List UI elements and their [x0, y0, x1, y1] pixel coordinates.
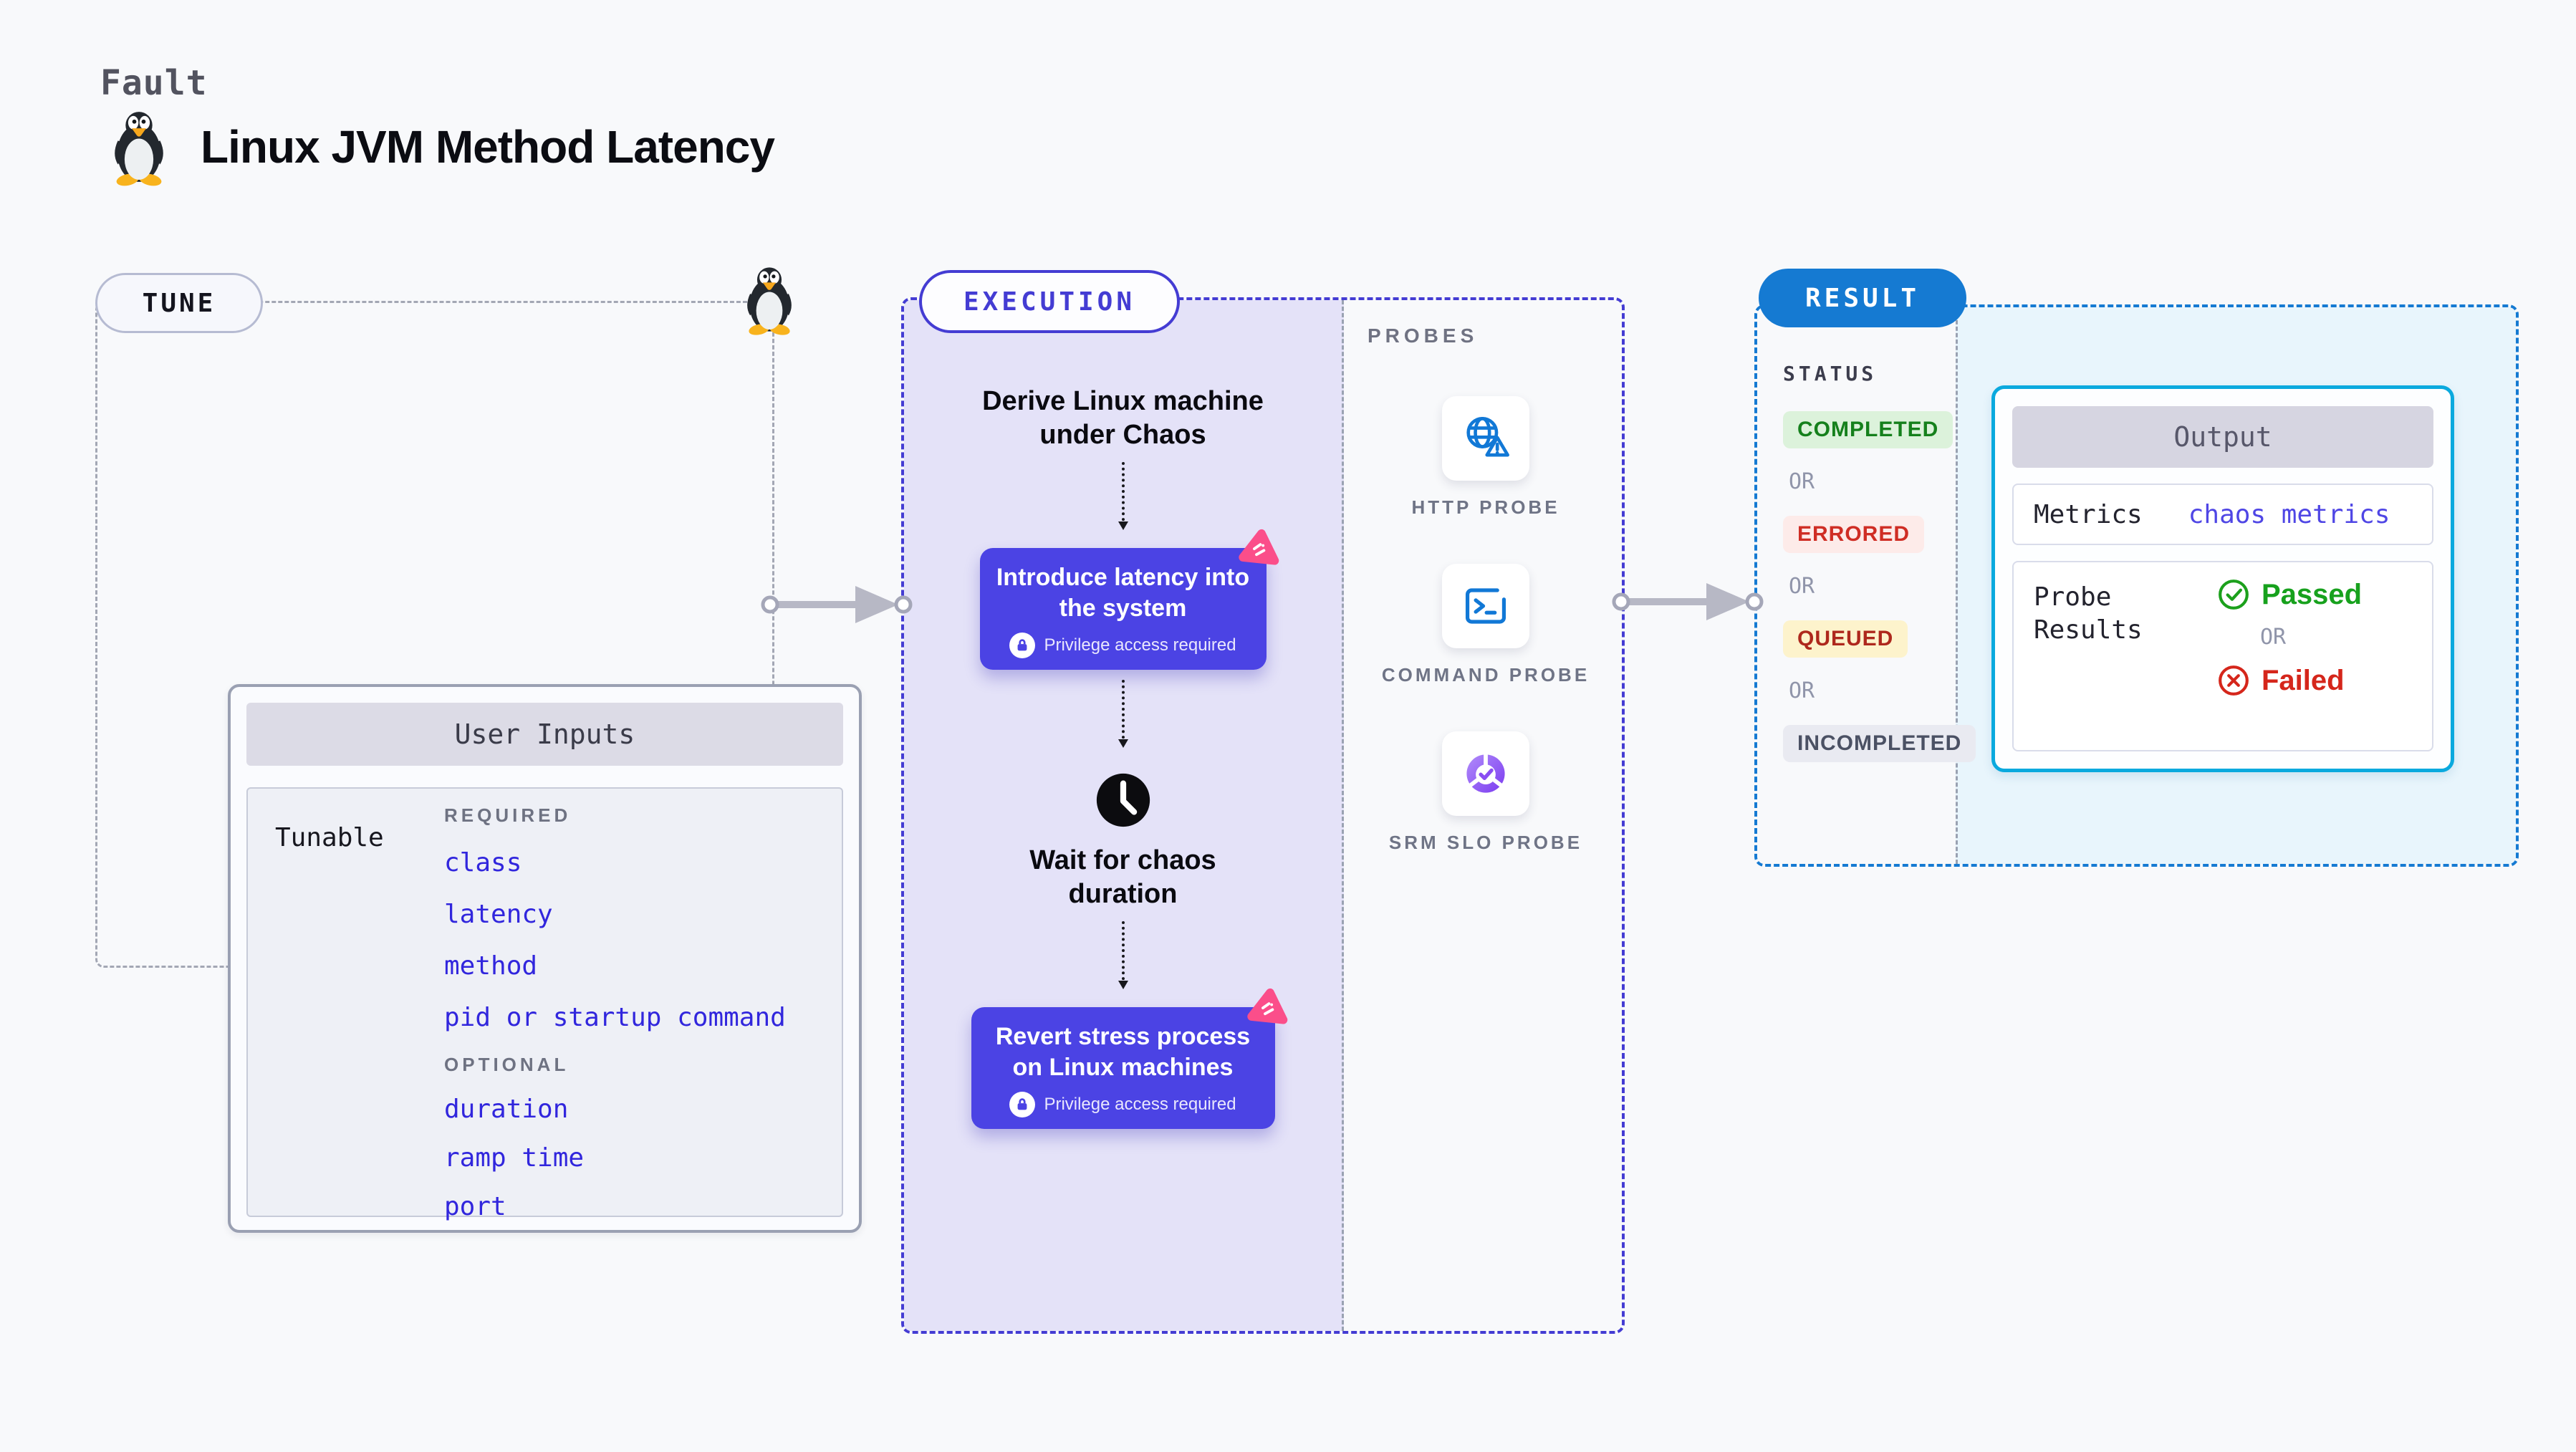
probe-result-passed: Passed [2217, 578, 2362, 611]
lock-icon [1009, 633, 1036, 658]
tunable-class: class [444, 848, 522, 878]
status-badge-completed: COMPLETED [1783, 411, 1953, 448]
tux-penguin-icon [747, 267, 792, 337]
probes-list: HTTP PROBE COMMAND PROBE [1346, 386, 1625, 889]
status-badge-queued: QUEUED [1783, 620, 1908, 658]
fault-kicker: Fault [100, 63, 208, 103]
privilege-note-text: Privilege access required [1044, 635, 1236, 655]
metrics-value: chaos metrics [2188, 499, 2390, 529]
privilege-note-text: Privilege access required [1044, 1095, 1236, 1114]
step-derive-machine: Derive Linux machine under Chaos [982, 386, 1264, 450]
terminal-icon [1465, 588, 1506, 624]
probes-section: PROBES [1346, 300, 1625, 1331]
tunable-duration: duration [444, 1095, 569, 1124]
result-badge: RESULT [1759, 269, 1966, 327]
probes-label: PROBES [1368, 324, 1479, 347]
action-revert-stress: Revert stress process on Linux machines … [971, 1007, 1275, 1129]
tunable-latency: latency [444, 900, 553, 929]
probe-results-row: Probe Results Passed OR Failed [2012, 561, 2433, 751]
step-wait-duration: Wait for chaos duration [1029, 845, 1216, 909]
tunable-row-label: Tunable [275, 823, 384, 852]
page-title: Linux JVM Method Latency [201, 121, 775, 173]
probe-command: COMMAND PROBE [1378, 564, 1593, 687]
page-header: Linux JVM Method Latency [106, 107, 775, 186]
tunable-ramp-time: ramp time [444, 1143, 585, 1173]
flow-arrow-icon [1612, 579, 1764, 625]
execution-badge: EXECUTION [919, 270, 1180, 333]
action-introduce-latency: Introduce latency into the system Privil… [979, 548, 1267, 670]
probe-label: SRM SLO PROBE [1388, 832, 1583, 853]
status-badge-errored: ERRORED [1783, 516, 1925, 553]
probe-results-values: Passed OR Failed [2217, 578, 2362, 734]
metrics-label: Metrics [2034, 499, 2143, 529]
tunable-pid-or-startup-command: pid or startup command [444, 1003, 786, 1032]
optional-label: OPTIONAL [444, 1054, 569, 1075]
action-title: Introduce latency into the system [996, 564, 1250, 622]
probe-results-label: Probe Results [2034, 582, 2143, 645]
execution-flow: Derive Linux machine under Chaos Introdu… [904, 300, 1344, 1331]
metrics-row: Metrics chaos metrics [2012, 484, 2433, 545]
chaos-pink-icon [1244, 984, 1293, 1029]
dotted-arrow-icon [1118, 680, 1128, 748]
tunables-panel: Tunable REQUIRED class latency method pi… [246, 787, 843, 1221]
status-badge-incompleted: INCOMPLETED [1783, 725, 1976, 762]
or-label: OR [1789, 678, 1815, 703]
failed-text: Failed [2262, 664, 2345, 696]
output-card: Output Metrics chaos metrics Probe Resul… [1991, 385, 2454, 772]
probe-http: HTTP PROBE [1378, 396, 1593, 519]
dotted-arrow-icon [1118, 462, 1128, 530]
status-column: STATUS COMPLETED OR ERRORED OR QUEUED OR… [1783, 362, 1976, 762]
or-label: OR [1789, 469, 1815, 494]
chaos-pink-icon [1236, 524, 1284, 570]
probe-result-failed: Failed [2217, 664, 2362, 697]
probe-label: COMMAND PROBE [1381, 664, 1590, 686]
tux-penguin-icon [115, 112, 163, 186]
action-title: Revert stress process on Linux machines [995, 1023, 1251, 1081]
passed-text: Passed [2262, 578, 2363, 610]
or-label: OR [1789, 574, 1815, 599]
tunables-list: REQUIRED class latency method pid or sta… [444, 803, 786, 1223]
privilege-note: Privilege access required [991, 633, 1255, 658]
tunable-port: port [444, 1192, 506, 1221]
clock-icon [1092, 769, 1155, 835]
tune-badge: TUNE [95, 273, 263, 333]
tunable-method: method [444, 951, 538, 981]
probe-label: HTTP PROBE [1411, 496, 1560, 518]
lock-icon [1009, 1092, 1036, 1117]
probe-card [1442, 564, 1529, 648]
probe-srm-slo: SRM SLO PROBE [1378, 731, 1593, 855]
user-inputs-card: User Inputs Tunable REQUIRED class laten… [228, 684, 862, 1233]
globe-warning-icon [1466, 416, 1509, 457]
user-inputs-header: User Inputs [246, 703, 843, 766]
x-circle-icon [2219, 665, 2249, 696]
check-circle-icon [2219, 580, 2249, 610]
required-label: REQUIRED [444, 804, 572, 826]
output-header: Output [2012, 406, 2433, 468]
or-label: OR [2260, 625, 2287, 650]
probe-card [1442, 396, 1529, 481]
dotted-arrow-icon [1118, 921, 1128, 989]
flow-arrow-icon [761, 582, 913, 628]
status-label: STATUS [1783, 362, 1878, 385]
pie-check-icon [1466, 753, 1505, 793]
execution-section: Derive Linux machine under Chaos Introdu… [901, 297, 1625, 1334]
privilege-note: Privilege access required [983, 1092, 1264, 1117]
tune-section: User Inputs Tunable REQUIRED class laten… [95, 301, 862, 1233]
probe-card [1442, 731, 1529, 816]
